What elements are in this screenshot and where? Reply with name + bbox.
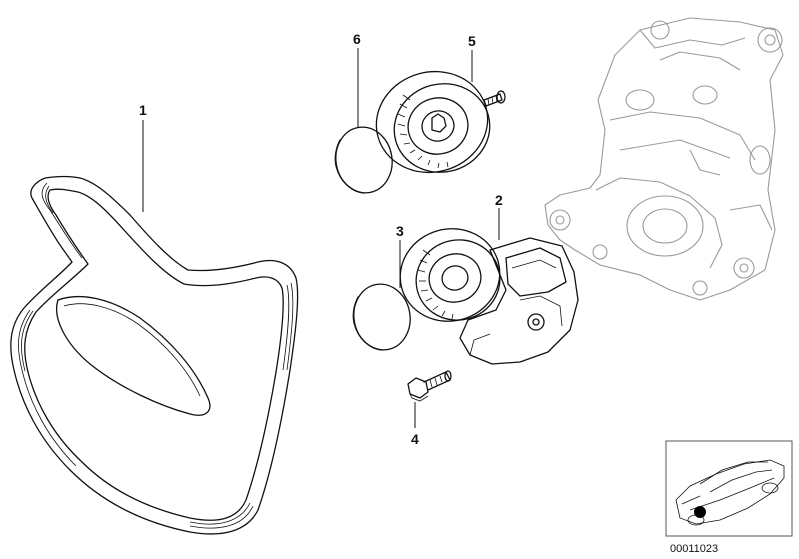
reference-number: 00011023: [670, 543, 718, 555]
cap-upper: [334, 126, 393, 194]
callout-1: 1: [139, 102, 147, 118]
engine-bracket-ghost: [544, 17, 784, 301]
ribbed-belt: [10, 175, 299, 535]
callout-3: 3: [396, 223, 404, 239]
callout-5: 5: [468, 33, 476, 49]
callout-6: 6: [353, 31, 361, 47]
callout-4: 4: [411, 431, 419, 447]
cap-lower: [352, 283, 411, 351]
location-marker: [694, 506, 706, 518]
callout-labels: 1 2 3 4 5 6: [139, 31, 503, 447]
vehicle-locator-inset: [665, 440, 793, 537]
belt-tensioner: [399, 228, 579, 365]
callout-2: 2: [495, 192, 503, 208]
idler-pulley: [375, 70, 506, 174]
hex-bolt: [407, 370, 452, 402]
leader-lines: [142, 48, 500, 428]
